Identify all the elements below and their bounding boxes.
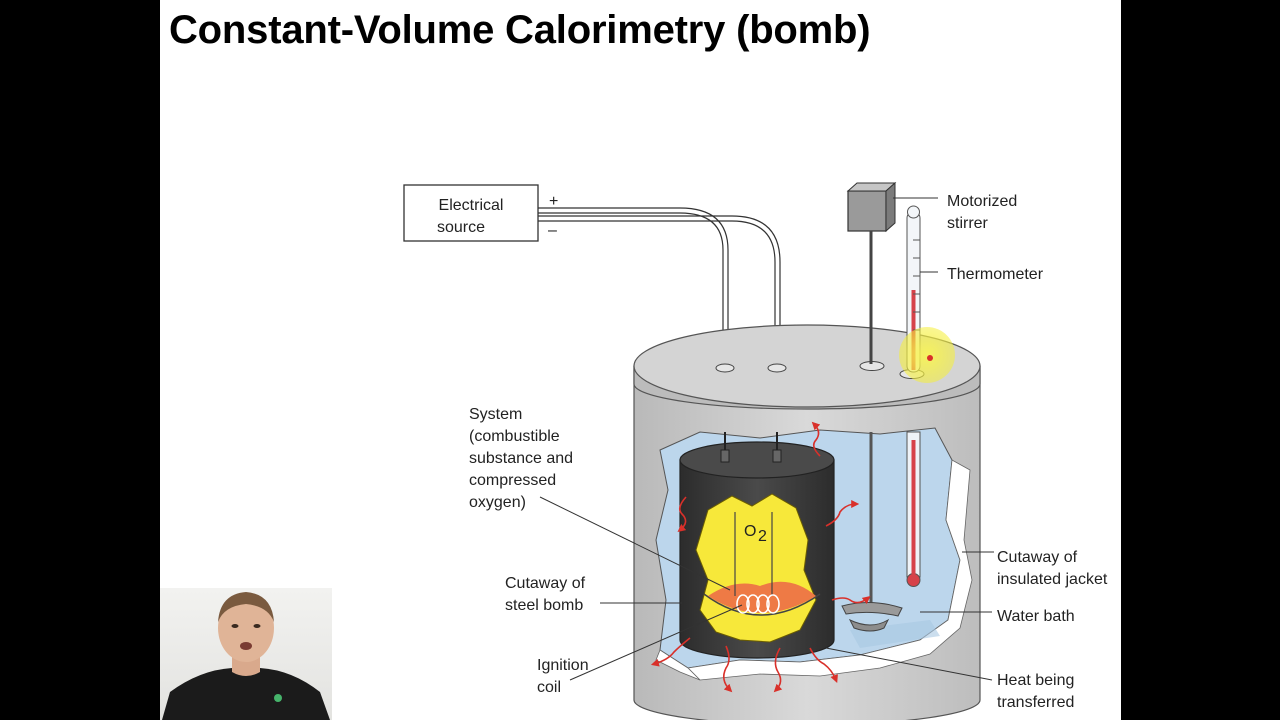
- label-steel-bomb: Cutaway of steel bomb: [505, 575, 586, 614]
- ignition-coil: [736, 594, 780, 614]
- minus-terminal-sign: –: [548, 222, 557, 239]
- o2-label: O: [744, 523, 756, 540]
- steel-bomb: O 2: [679, 432, 835, 659]
- svg-text:Ignition: Ignition: [537, 657, 589, 674]
- svg-text:(combustible: (combustible: [469, 428, 560, 445]
- electrical-wires: [538, 207, 781, 366]
- svg-text:Heat being: Heat being: [997, 672, 1074, 689]
- presenter-icon: [162, 592, 330, 720]
- svg-text:oxygen): oxygen): [469, 494, 526, 511]
- svg-text:insulated jacket: insulated jacket: [997, 571, 1108, 588]
- svg-text:transferred: transferred: [997, 694, 1074, 711]
- pointer-highlight: [899, 327, 955, 383]
- label-insulated-jacket: Cutaway of insulated jacket: [997, 549, 1108, 588]
- source-label-line2: source: [437, 219, 485, 236]
- svg-text:Cutaway of: Cutaway of: [997, 549, 1078, 566]
- label-heat-transferred: Heat being transferred: [997, 672, 1074, 711]
- svg-text:substance and: substance and: [469, 450, 573, 467]
- svg-text:steel bomb: steel bomb: [505, 597, 583, 614]
- svg-text:coil: coil: [537, 679, 561, 696]
- svg-text:System: System: [469, 406, 522, 423]
- source-label-line1: Electrical: [439, 197, 504, 214]
- slide-title: Constant-Volume Calorimetry (bomb): [169, 8, 871, 52]
- svg-text:compressed: compressed: [469, 472, 556, 489]
- svg-text:Motorized: Motorized: [947, 193, 1017, 210]
- heat-transfer-arrows: [650, 421, 871, 693]
- o2-subscript: 2: [758, 528, 767, 545]
- electrical-source-box: Electrical source: [403, 184, 539, 242]
- label-system: System (combustible substance and compre…: [469, 406, 573, 511]
- calorimeter-lid: [633, 324, 981, 410]
- label-ignition-coil: Ignition coil: [537, 657, 589, 696]
- label-water-bath: Water bath: [997, 608, 1075, 625]
- svg-text:stirrer: stirrer: [947, 215, 989, 232]
- flame-cutaway: [695, 493, 817, 643]
- label-motorized-stirrer: Motorized stirrer: [947, 193, 1017, 232]
- leader-lines: [539, 197, 994, 681]
- plus-terminal-sign: +: [549, 193, 558, 210]
- svg-text:Cutaway of: Cutaway of: [505, 575, 586, 592]
- bomb-calorimeter-diagram: Electrical source + –: [403, 181, 1108, 720]
- presenter-webcam: [160, 588, 332, 720]
- motorized-stirrer: [841, 181, 903, 632]
- label-thermometer: Thermometer: [947, 266, 1044, 283]
